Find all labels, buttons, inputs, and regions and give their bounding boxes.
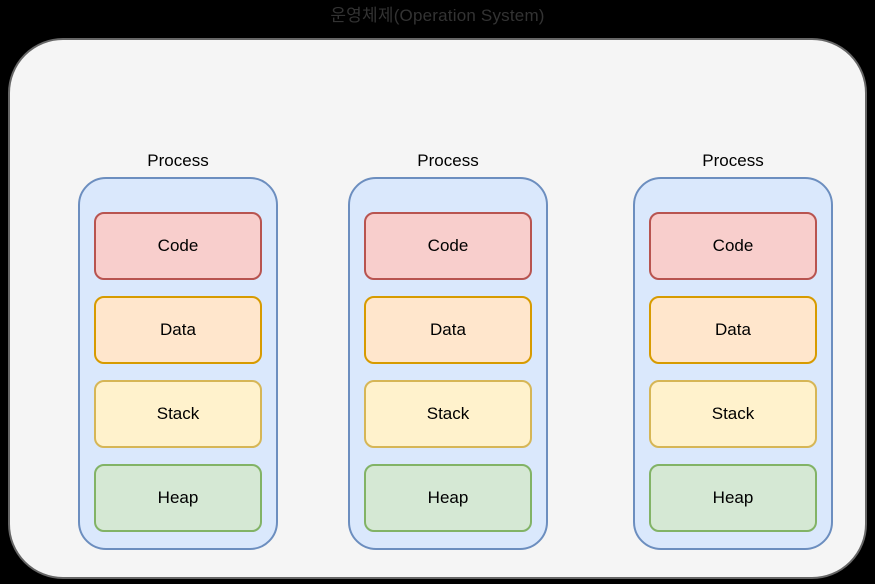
segment-label: Data [160,320,196,339]
os-title: 운영체제(Operation System) [330,6,545,25]
segment-code: Code [364,212,532,280]
segment-stack: Stack [649,380,817,448]
segment-data: Data [649,296,817,364]
segment-label: Code [427,236,469,255]
segment-label: Code [157,236,199,255]
segment-label: Code [712,236,754,255]
segment-data: Data [94,296,262,364]
segment-label: Heap [427,488,469,507]
segment-label: Heap [157,488,199,507]
segment-label: Data [715,320,751,339]
segment-data: Data [364,296,532,364]
segment-heap: Heap [649,464,817,532]
segment-label: Heap [712,488,754,507]
segment-label: Stack [156,404,200,423]
segment-code: Code [649,212,817,280]
segment-label: Stack [711,404,755,423]
process-label: Process [147,151,209,170]
segment-label: Stack [426,404,470,423]
process-label: Process [702,151,764,170]
process-label: Process [417,151,479,170]
segment-heap: Heap [364,464,532,532]
segment-code: Code [94,212,262,280]
segment-label: Data [430,320,466,339]
segment-stack: Stack [94,380,262,448]
segment-stack: Stack [364,380,532,448]
segment-heap: Heap [94,464,262,532]
